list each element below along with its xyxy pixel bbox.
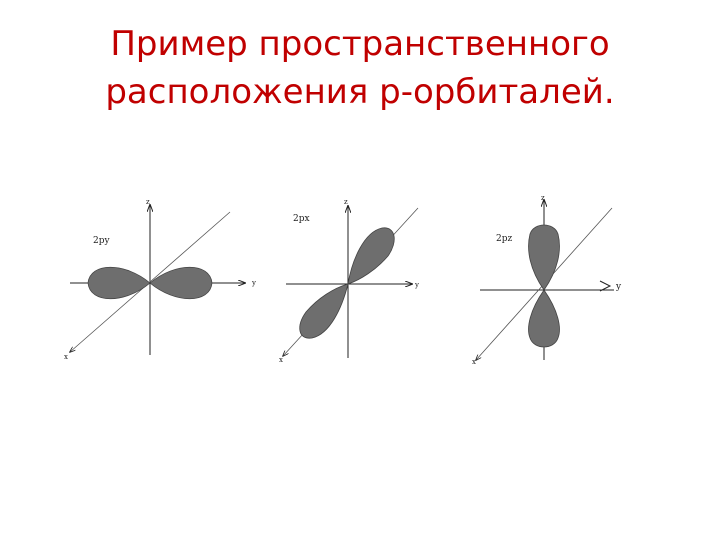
x-axis [70, 211, 231, 352]
y-axis-label: y [414, 281, 419, 289]
slide-title: Пример пространственного расположения р-… [0, 20, 720, 116]
title-line-2: расположения р-орбиталей. [105, 72, 615, 112]
orbital-lobe-top [528, 224, 560, 291]
diagram-2py: 2py z y x [64, 198, 256, 361]
orbital-lobe-lower [299, 283, 349, 339]
orbital-lobe-upper [347, 227, 395, 285]
z-axis-label: z [541, 194, 545, 202]
diagram-2pz: 2pz z y x [472, 194, 622, 366]
z-axis-label: z [344, 198, 348, 206]
x-axis-label: x [472, 358, 476, 366]
orbital-lobe-left [87, 266, 151, 300]
y-arrowhead [599, 280, 612, 292]
x-axis-label: x [64, 353, 68, 361]
title-line-1: Пример пространственного [110, 24, 610, 64]
orbital-label: 2px [293, 214, 310, 224]
y-axis-label: y [251, 279, 256, 287]
diagram-2px: 2px z y x [279, 198, 419, 364]
z-axis-label: z [146, 198, 150, 206]
x-axis-label: x [279, 356, 283, 364]
orbital-label: 2py [93, 236, 110, 246]
orbital-lobe-right [149, 266, 213, 300]
orbital-lobe-bottom [528, 289, 560, 348]
y-axis-label: y [615, 282, 622, 292]
orbital-label: 2pz [496, 234, 512, 244]
